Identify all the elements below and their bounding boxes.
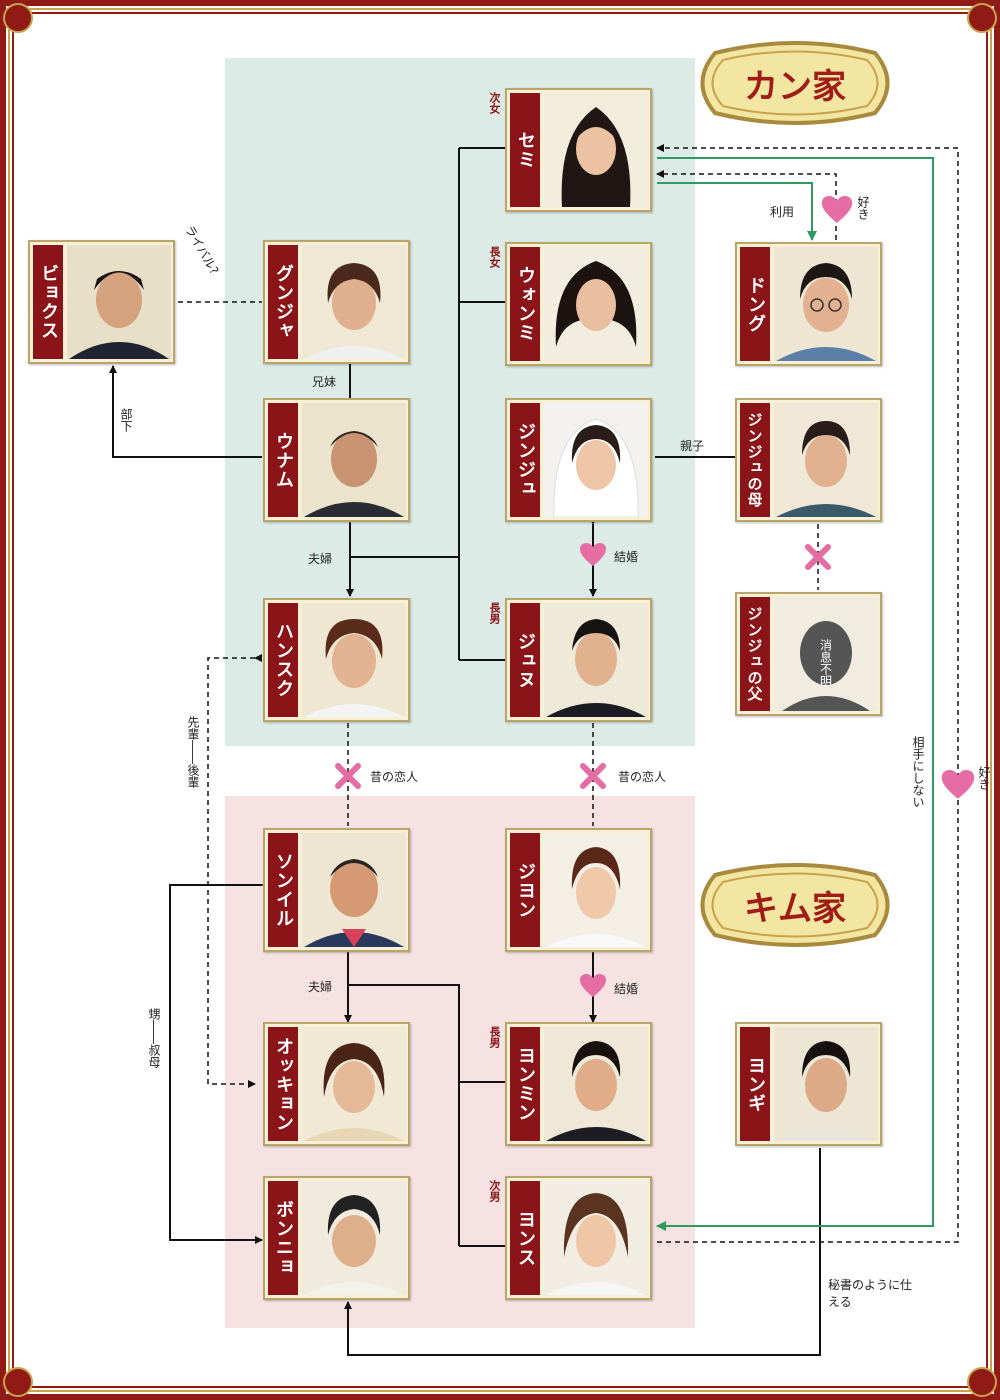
portrait-photo [302,1027,406,1141]
kim-family-title-plaque: キム家 [685,855,905,955]
person-name: グンジャ [268,245,298,359]
person-name: ビョクス [33,245,63,359]
relation-label-subordinate: 部下 [119,408,133,432]
person-card-yongi: ヨンギ [735,1022,882,1146]
relation-label-parent-child: 親子 [680,439,705,453]
person-name: ジヨン [510,833,540,947]
person-card-semi: セミ [505,88,652,212]
person-name: ジュヌ [510,603,540,717]
relation-label-marriage-kang: 結婚 [614,550,639,564]
role-label: 長男 [488,602,501,624]
heart-icon [580,543,606,566]
person-name: ヨンギ [740,1027,770,1141]
portrait-photo [544,93,648,207]
portrait-photo [544,1027,648,1141]
portrait-photo [302,833,406,947]
relation-label-like-dongu: 好き [856,196,870,220]
person-name: ヨンス [510,1181,540,1295]
portrait-photo [774,1027,878,1141]
person-card-june: ジュヌ [505,598,652,722]
portrait-photo [67,245,171,359]
role-label: 次男 [488,1180,501,1202]
unknown-person-icon [774,597,878,711]
portrait-photo [774,403,878,517]
relation-label-siblings: 兄妹 [312,375,337,389]
heart-icon [821,196,853,223]
role-label: 長女 [488,246,501,268]
heart-icon [580,974,606,997]
portrait-photo [302,403,406,517]
person-card-unam: ウナム [263,398,410,522]
person-card-hansuk: ハンスク [263,598,410,722]
kim-family-title: キム家 [744,888,846,929]
portrait-photo [544,1181,648,1295]
person-card-yonsu: ヨンス [505,1176,652,1300]
person-name: ジンジュの父 [740,597,770,711]
relation-label-secretary: 秘書のように仕える [828,1278,913,1309]
person-card-wonmi: ウォンミ [505,242,652,366]
person-name: ドング [740,247,770,361]
kang-family-title: カン家 [744,66,846,107]
whereabouts-unknown-text: 消息不明 [818,639,833,687]
portrait-photo [544,247,648,361]
person-card-dongu: ドング [735,242,882,366]
relation-label-use: 利用 [770,205,795,219]
person-card-sonil: ソンイル [263,828,410,952]
relation-label-couple-kang: 夫婦 [308,552,333,566]
relation-label-exlover-right: 昔の恋人 [618,770,667,784]
person-name: オッキョン [268,1027,298,1141]
portrait-silhouette: 消息不明 [774,597,878,711]
relation-label-exlover-left: 昔の恋人 [370,770,419,784]
person-card-okkyon: オッキョン [263,1022,410,1146]
person-name: ウォンミ [510,247,540,361]
person-card-jinju: ジンジュ [505,398,652,522]
broken-relationship-cross-icon [805,544,831,570]
role-label: 長男 [488,1026,501,1048]
person-name: ヨンミン [510,1027,540,1141]
role-label: 次女 [488,92,501,114]
relation-label-couple-kim: 夫婦 [308,980,333,994]
relation-label-marriage-kim: 結婚 [614,982,639,996]
portrait-photo [302,603,406,717]
person-name: ジンジュの母 [740,403,770,517]
person-name: ハンスク [268,603,298,717]
relation-label-senior-junior: 先輩――後輩 [186,716,200,788]
person-card-gunja: グンジャ [263,240,410,364]
person-name: ウナム [268,403,298,517]
person-name: ジンジュ [510,403,540,517]
portrait-photo [774,247,878,361]
portrait-photo [302,1181,406,1295]
relation-label-ignore: 相手にしない [911,736,925,808]
kang-family-title-plaque: カン家 [685,33,905,133]
ornament-frame-icon [700,41,890,125]
heart-icon [941,770,975,799]
person-name: ソンイル [268,833,298,947]
portrait-photo [544,603,648,717]
broken-relationship-cross-icon [335,763,361,789]
person-name: セミ [510,93,540,207]
portrait-photo [544,403,648,517]
ornament-frame-icon [700,863,890,947]
portrait-photo [302,245,406,359]
person-card-jinju-mother: ジンジュの母 [735,398,882,522]
person-card-byoksu: ビョクス [28,240,175,364]
broken-relationship-cross-icon [580,763,606,789]
person-card-jiyon: ジヨン [505,828,652,952]
person-card-yonmin: ヨンミン [505,1022,652,1146]
relation-label-nephew-aunt: 甥――叔母 [147,1008,161,1068]
portrait-photo [544,833,648,947]
relation-label-like-yonsu: 好き [977,766,991,790]
person-card-bonnyo: ボンニョ [263,1176,410,1300]
person-card-jinju-father: ジンジュの父 消息不明 [735,592,882,716]
person-name: ボンニョ [268,1181,298,1295]
